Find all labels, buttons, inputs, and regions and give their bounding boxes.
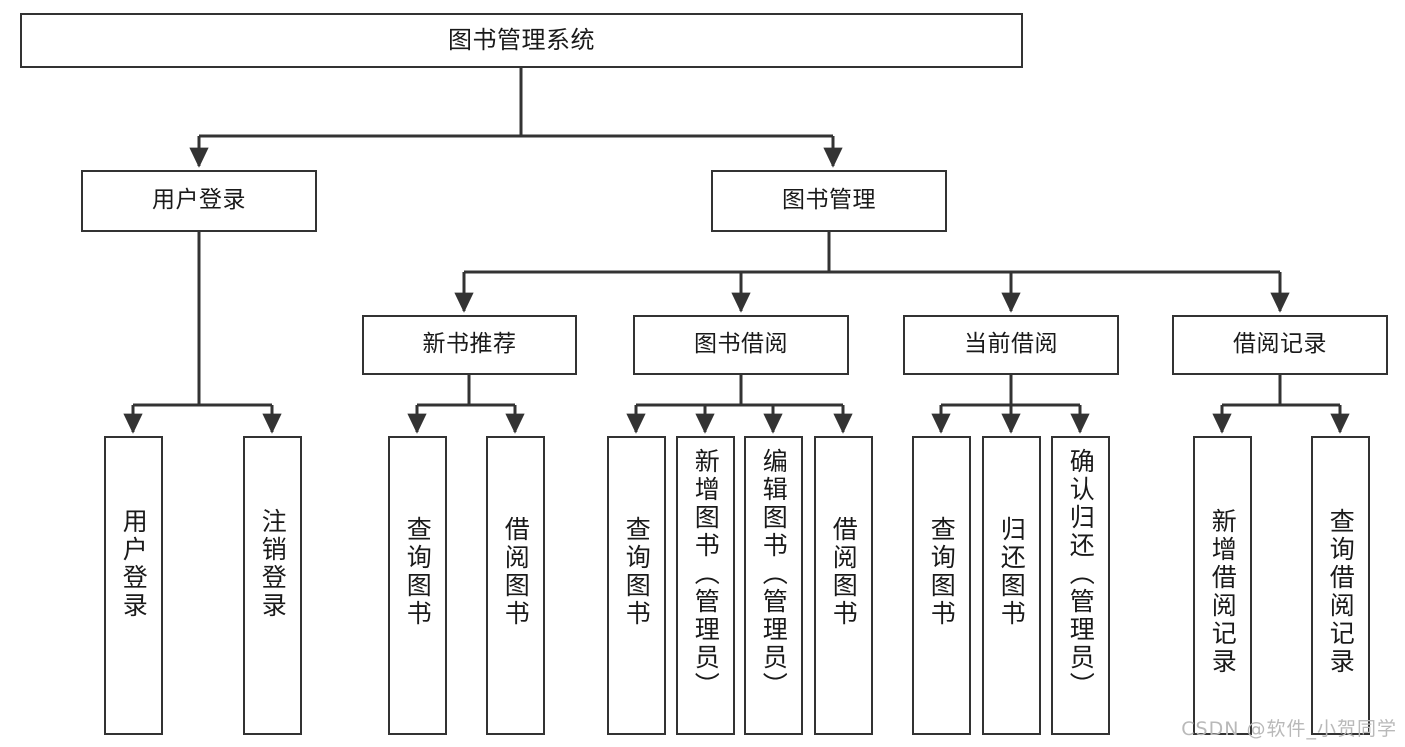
node-leaf-confirm-return-admin[interactable]: 确认归还（管理员） <box>1051 436 1110 735</box>
node-leaf-borrow-book-rec-label: 借阅图书 <box>501 516 531 628</box>
node-leaf-query-borrow-record-label: 查询借阅记录 <box>1326 508 1356 676</box>
node-leaf-query-book-borrow-label: 查询图书 <box>622 516 652 628</box>
node-leaf-user-login-label: 用户登录 <box>119 508 149 620</box>
node-borrow-record[interactable]: 借阅记录 <box>1172 315 1388 375</box>
node-leaf-logout[interactable]: 注销登录 <box>243 436 302 735</box>
node-leaf-confirm-return-admin-label: 确认归还（管理员） <box>1066 448 1096 700</box>
node-leaf-add-book-admin[interactable]: 新增图书（管理员） <box>676 436 735 735</box>
node-leaf-borrow-book-rec[interactable]: 借阅图书 <box>486 436 545 735</box>
node-root[interactable]: 图书管理系统 <box>20 13 1023 68</box>
node-leaf-query-borrow-record[interactable]: 查询借阅记录 <box>1311 436 1370 735</box>
node-book-management-label: 图书管理 <box>782 187 876 214</box>
node-leaf-user-login[interactable]: 用户登录 <box>104 436 163 735</box>
node-book-borrow-label: 图书借阅 <box>694 331 788 358</box>
node-current-borrow-label: 当前借阅 <box>964 331 1058 358</box>
node-user-login-label: 用户登录 <box>152 187 246 214</box>
node-new-book-recommend[interactable]: 新书推荐 <box>362 315 577 375</box>
node-leaf-edit-book-admin-label: 编辑图书（管理员） <box>759 448 789 700</box>
node-leaf-query-book-rec[interactable]: 查询图书 <box>388 436 447 735</box>
node-leaf-edit-book-admin[interactable]: 编辑图书（管理员） <box>744 436 803 735</box>
node-leaf-borrow-book-borrow[interactable]: 借阅图书 <box>814 436 873 735</box>
node-leaf-add-borrow-record-label: 新增借阅记录 <box>1208 508 1238 676</box>
node-new-book-recommend-label: 新书推荐 <box>422 331 517 358</box>
node-leaf-return-book-label: 归还图书 <box>997 516 1027 628</box>
node-leaf-return-book[interactable]: 归还图书 <box>982 436 1041 735</box>
node-leaf-query-book-borrow[interactable]: 查询图书 <box>607 436 666 735</box>
node-leaf-query-book-current-label: 查询图书 <box>927 516 957 628</box>
node-book-borrow[interactable]: 图书借阅 <box>633 315 849 375</box>
node-current-borrow[interactable]: 当前借阅 <box>903 315 1119 375</box>
node-leaf-logout-label: 注销登录 <box>258 508 288 620</box>
node-leaf-borrow-book-borrow-label: 借阅图书 <box>829 516 859 628</box>
node-leaf-add-borrow-record[interactable]: 新增借阅记录 <box>1193 436 1252 735</box>
node-leaf-add-book-admin-label: 新增图书（管理员） <box>691 448 721 700</box>
node-leaf-query-book-current[interactable]: 查询图书 <box>912 436 971 735</box>
node-book-management[interactable]: 图书管理 <box>711 170 947 232</box>
node-root-label: 图书管理系统 <box>448 26 595 55</box>
node-borrow-record-label: 借阅记录 <box>1233 331 1327 358</box>
node-leaf-query-book-rec-label: 查询图书 <box>403 516 433 628</box>
node-user-login[interactable]: 用户登录 <box>81 170 317 232</box>
